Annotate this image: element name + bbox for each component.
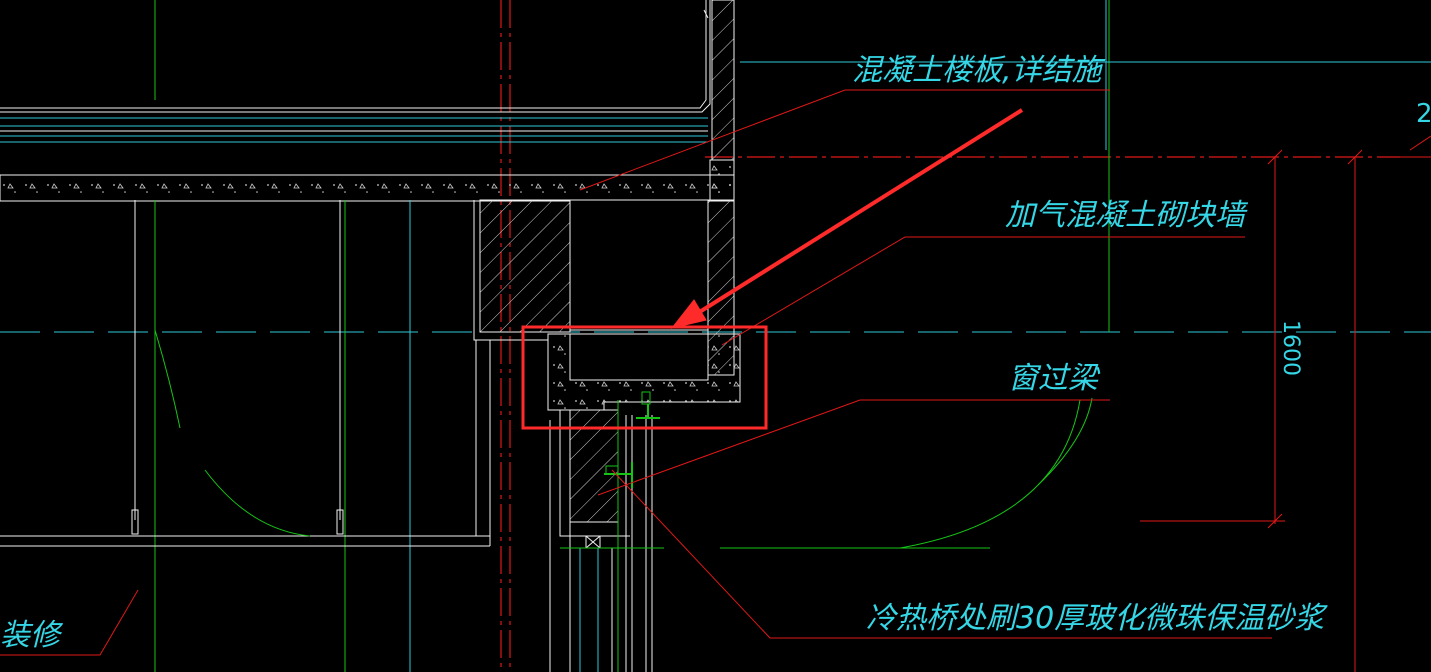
window-lintel xyxy=(547,333,741,411)
lintel-label: 窗过梁 xyxy=(1008,361,1101,396)
block-wall-label: 加气混凝土砌块墙 xyxy=(1005,198,1249,233)
finish-layers xyxy=(0,117,708,143)
glazing-lines xyxy=(549,400,990,672)
dimension-line xyxy=(1140,135,1431,672)
concrete-slab xyxy=(0,159,735,202)
window-fittings xyxy=(604,391,660,488)
leader-lines xyxy=(0,89,1272,656)
left-room xyxy=(0,200,1093,672)
highlight-box xyxy=(521,325,768,430)
block-wall xyxy=(473,199,735,410)
finish-label: 装修 xyxy=(0,618,64,653)
pointer-arrow xyxy=(670,108,1024,329)
thermal-bridge-label: 冷热桥处刷30厚玻化微珠保温砂浆 xyxy=(866,601,1328,636)
slab-label: 混凝土楼板,详结施 xyxy=(852,53,1106,88)
upper-frame xyxy=(0,0,713,120)
dimension-label: 1600 xyxy=(1278,320,1303,376)
edge-mark-label: 2 xyxy=(1416,99,1431,129)
